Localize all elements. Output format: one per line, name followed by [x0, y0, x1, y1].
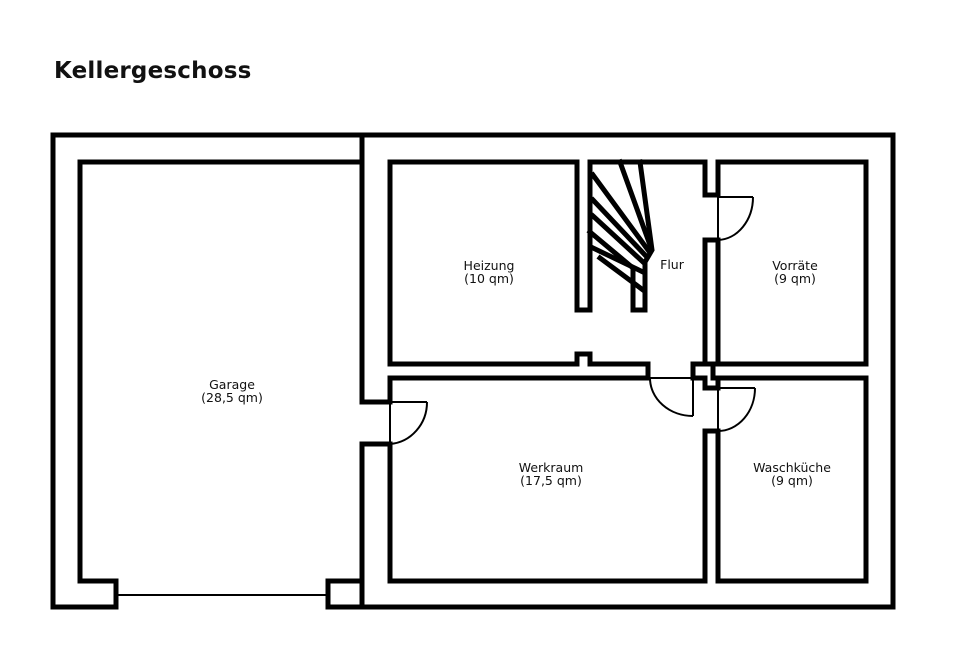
- room-label-heizung: Heizung: [464, 258, 515, 273]
- room-label-flur: Flur: [660, 257, 685, 272]
- flur-walls: [690, 237, 721, 381]
- room-area-heizung: (10 qm): [464, 271, 514, 286]
- door-waschkueche: [717, 387, 756, 432]
- staircase: [586, 158, 655, 313]
- outer-walls: [50, 132, 896, 610]
- door-werkraum: [649, 377, 694, 417]
- heizung-walls: [387, 159, 721, 381]
- room-label-vorraete: Vorräte: [772, 258, 818, 273]
- room-label-garage: Garage: [209, 377, 255, 392]
- vorraete-walls: [715, 159, 869, 367]
- werkraum-walls: [387, 375, 721, 584]
- door-garage-werkraum: [389, 401, 429, 445]
- room-area-garage: (28,5 qm): [201, 390, 263, 405]
- room-label-werkraum: Werkraum: [519, 460, 584, 475]
- door-vorraete: [717, 196, 754, 241]
- waschkueche-walls: [715, 375, 869, 584]
- room-area-vorraete: (9 qm): [774, 271, 816, 286]
- room-area-werkraum: (17,5 qm): [520, 473, 582, 488]
- separator-wall: [359, 132, 393, 610]
- room-label-waschkueche: Waschküche: [753, 460, 831, 475]
- room-area-waschkueche: (9 qm): [771, 473, 813, 488]
- floor-title: Kellergeschoss: [54, 58, 252, 84]
